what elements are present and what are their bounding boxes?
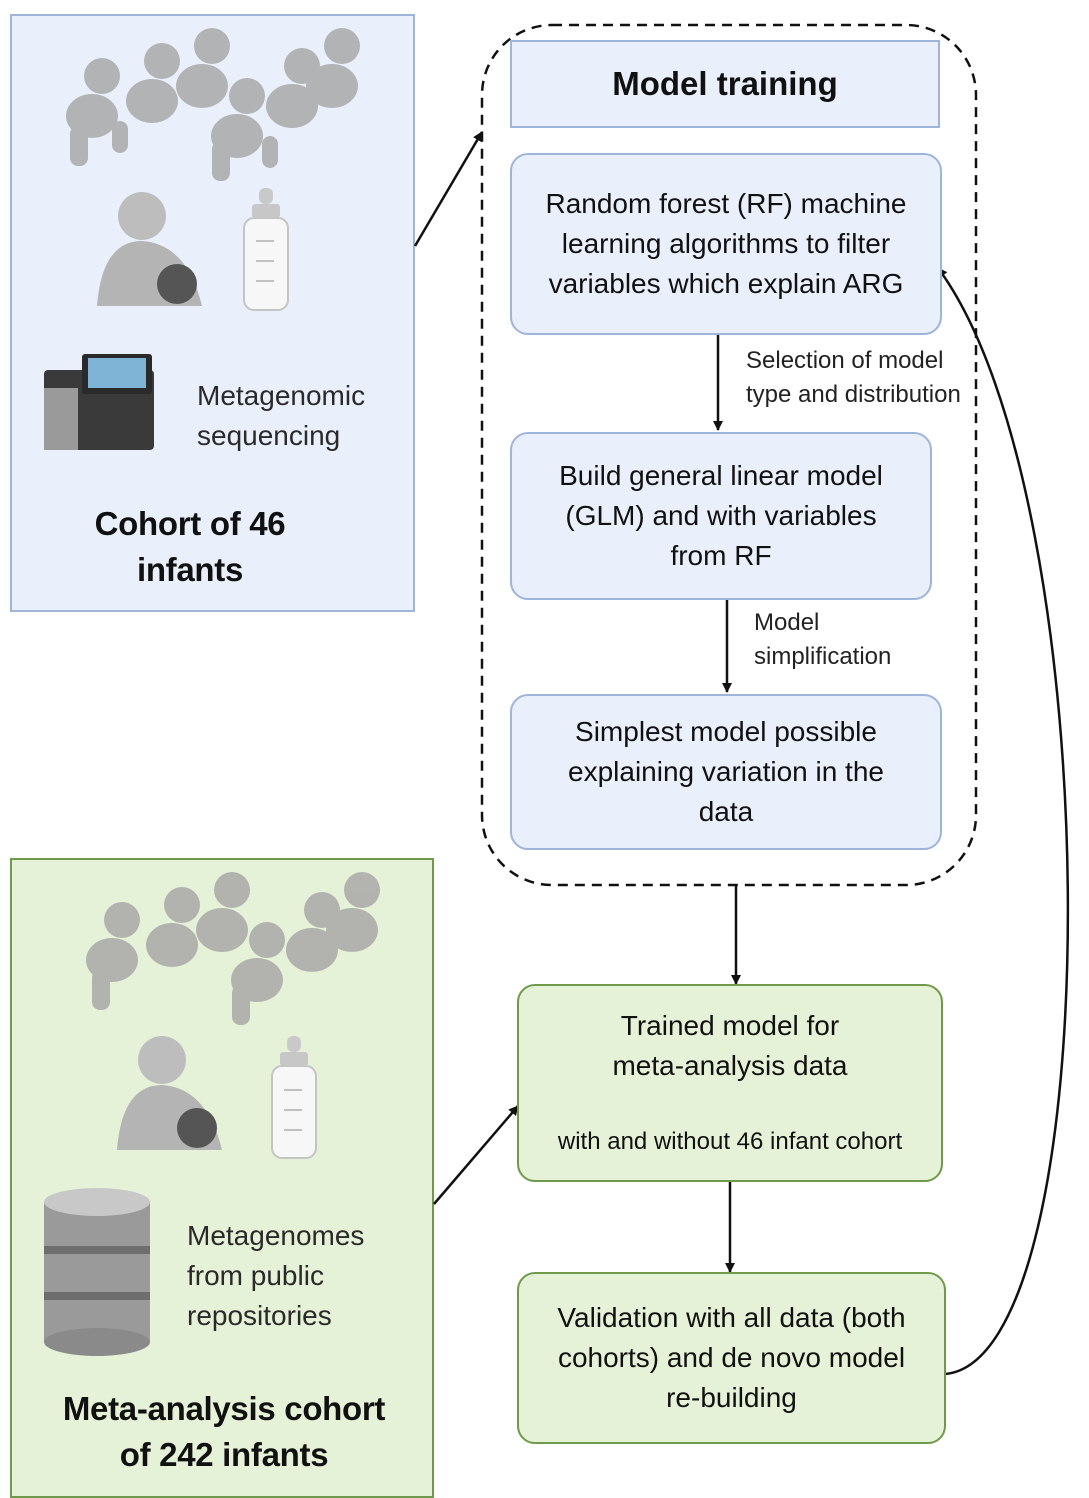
edge-label-selection: Selection of model type and distribution [746, 347, 961, 409]
arrow-cohort1-to-training [413, 131, 484, 247]
breastfeeding-icon [97, 192, 202, 306]
model-training-boundary [480, 23, 978, 887]
arrow-validation-feedback [936, 267, 1070, 1376]
rf-step-box: Random forest (RF) machine learning algo… [510, 153, 942, 335]
glm-step-box: Build general linear model (GLM) and wit… [510, 432, 932, 600]
babies-icon [66, 28, 360, 181]
sequencer-icon [44, 354, 154, 450]
meta-analysis-cohort-panel: Metagenomes from public repositories Met… [10, 858, 434, 1498]
model-training-header: Model training [510, 40, 940, 128]
sequencing-label: Metagenomic sequencing [197, 380, 366, 451]
cohort1-title: Cohort of 46 infants [94, 505, 286, 588]
simplest-model-box: Simplest model possible explaining varia… [510, 694, 942, 850]
trained-model-note: with and without 46 infant cohort [557, 1128, 903, 1155]
validation-box: Validation with all data (both cohorts) … [517, 1272, 946, 1444]
repository-label: Metagenomes from public repositories [187, 1220, 365, 1331]
baby-bottle-icon [243, 188, 289, 311]
baby-bottle-icon [271, 1036, 317, 1159]
cohort2-illustration [44, 872, 380, 1356]
babies-icon [86, 872, 380, 1025]
cohort-46-panel: Metagenomic sequencing Cohort of 46 infa… [10, 14, 415, 612]
arrow-cohort2-to-trained [433, 1105, 519, 1205]
breastfeeding-icon [117, 1036, 222, 1150]
cohort1-illustration [44, 28, 360, 450]
trained-model-title: Trained model for meta-analysis data [612, 1010, 848, 1082]
cohort2-title: Meta-analysis cohort of 242 infants [62, 1390, 386, 1473]
trained-model-box: Trained model for meta-analysis data wit… [517, 984, 943, 1182]
database-icon [44, 1188, 150, 1356]
edge-label-simplification: Model simplification [754, 609, 892, 671]
